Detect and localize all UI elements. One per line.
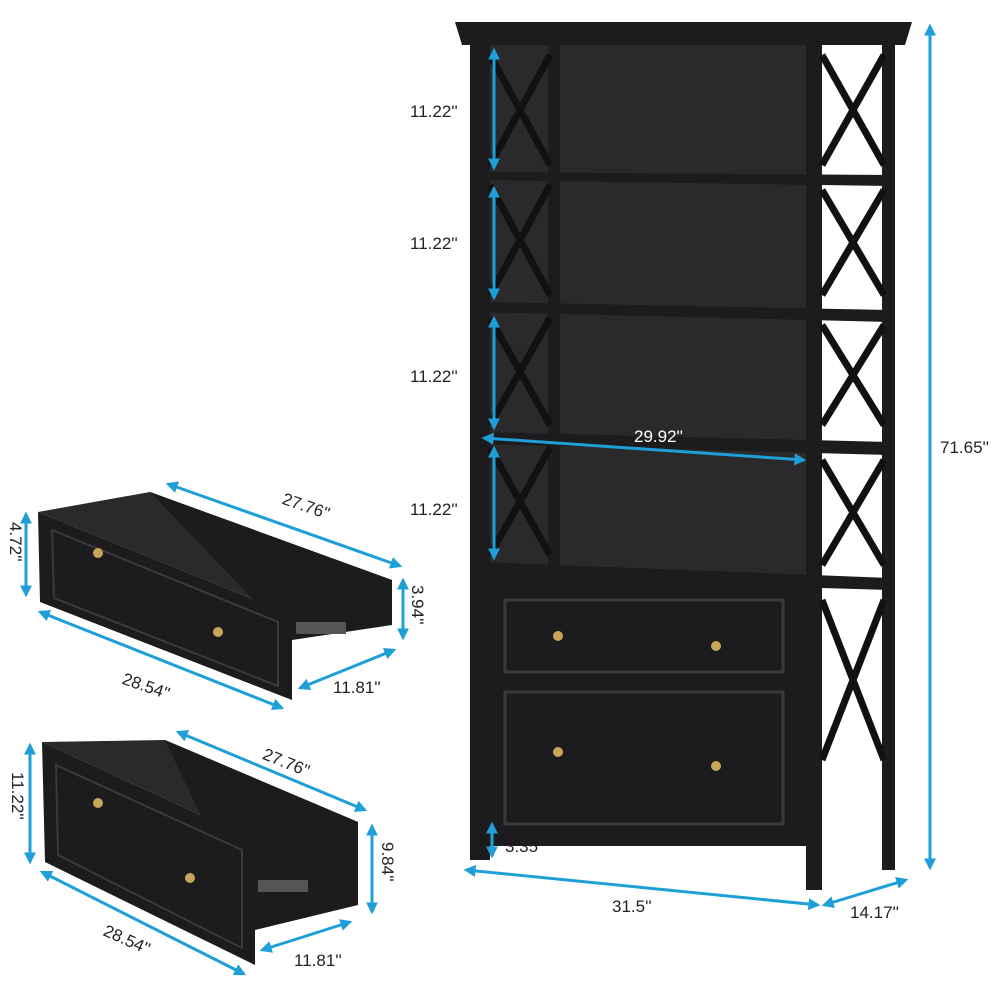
shelf-height-4: 11.22'' (410, 500, 458, 519)
bottom-drawer-front[interactable] (503, 690, 785, 826)
bookcase-dimensions: 11.22'' 11.22'' 11.22'' 11.22'' 29.92'' … (410, 23, 989, 922)
drawer-slide (296, 622, 346, 634)
large-inner-height: 9.84'' (378, 842, 397, 882)
right-rear-post (882, 45, 895, 870)
large-drawer (42, 740, 358, 965)
shelf-width: 29.92'' (634, 427, 683, 446)
knob (711, 761, 721, 771)
knob (213, 627, 223, 637)
knob (711, 641, 721, 651)
small-front-height: 4.72'' (6, 522, 25, 562)
knob (553, 631, 563, 641)
knob (93, 798, 103, 808)
right-x-braces (818, 53, 888, 762)
depth: 14.17'' (850, 903, 899, 922)
large-inner-length: 27.76'' (260, 745, 313, 781)
knob (185, 873, 195, 883)
bookcase (455, 22, 912, 890)
small-front-width: 28.54'' (120, 669, 173, 703)
knob (93, 548, 103, 558)
total-width: 31.5'' (612, 897, 652, 916)
left-x-braces (486, 53, 554, 557)
small-drawer (38, 492, 392, 700)
small-depth: 11.81'' (333, 678, 381, 697)
shelf-height-2: 11.22'' (410, 234, 458, 253)
drawer-cabinet (484, 578, 806, 846)
shelf-height-1: 11.22'' (410, 102, 458, 121)
knob (553, 747, 563, 757)
leg-clearance: 3.35'' (505, 837, 545, 856)
top-crown (455, 22, 912, 45)
total-height: 71.65'' (940, 438, 989, 457)
large-depth: 11.81'' (294, 951, 342, 970)
large-front-height: 11.22'' (8, 772, 27, 820)
right-front-post (806, 45, 822, 890)
small-inner-height: 3.94'' (408, 585, 427, 625)
top-drawer-front[interactable] (503, 598, 785, 674)
small-inner-length: 27.76'' (280, 489, 333, 523)
shelf-height-3: 11.22'' (410, 367, 458, 386)
drawer-slide (258, 880, 308, 892)
large-front-width: 28.54'' (101, 921, 154, 958)
